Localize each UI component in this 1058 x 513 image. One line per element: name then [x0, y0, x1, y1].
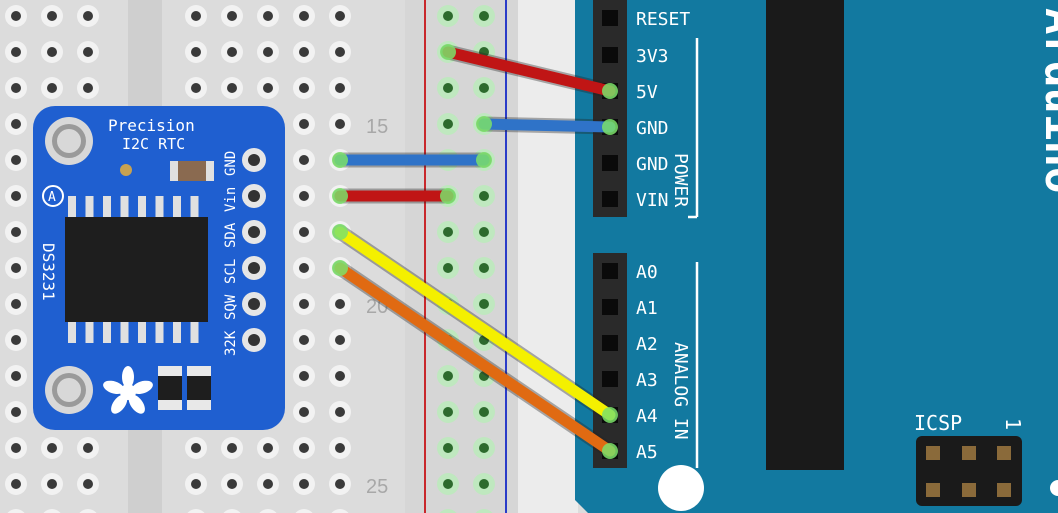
power-pin-label-4: GND: [636, 154, 669, 175]
analog-pin-label-0: A0: [636, 262, 658, 283]
power-pin-label-3: GND: [636, 118, 669, 139]
power-header-label: POWER: [670, 153, 691, 207]
wires: [332, 44, 618, 459]
smd-capacitor-2: [187, 366, 211, 410]
row-number-25: 25: [366, 476, 388, 498]
analog-pin-label-4: A4: [636, 406, 658, 427]
ds3231-chip: [65, 217, 208, 322]
arduino-chip-socket: [766, 0, 844, 470]
module-title-line1: Precision: [108, 116, 195, 135]
arduino-board: Arduino POWER ANALOG IN ICSP 1: [575, 0, 1058, 513]
5v-wire: [442, 46, 616, 97]
power-pin-label-0: RESET: [636, 9, 690, 30]
smd-capacitor-1: [158, 366, 182, 410]
mounting-hole: [658, 465, 704, 511]
smd-resistor: [178, 161, 206, 181]
icsp-header: [916, 436, 1022, 506]
module-pin-label-5: 32K: [223, 330, 239, 356]
module-pin-label-2: SDA: [223, 222, 239, 248]
sda-wire: [334, 226, 616, 421]
module-a-mark: A: [48, 190, 56, 205]
mounting-hole-edge: [1050, 480, 1058, 496]
module-pin-label-0: GND: [223, 151, 239, 176]
icsp-pin1-mark: 1: [1001, 418, 1025, 430]
arduino-brand: Arduino: [1035, 8, 1058, 193]
power-pin-label-2: 5V: [636, 82, 658, 103]
analog-pin-label-2: A2: [636, 334, 658, 355]
module-pin-label-3: SCL: [223, 259, 239, 284]
scl-wire: [334, 262, 616, 457]
power-pin-label-1: 3V3: [636, 46, 669, 67]
analog-header-label: ANALOG IN: [670, 342, 691, 440]
module-title-line2: I2C RTC: [122, 135, 185, 153]
analog-header: [593, 253, 627, 468]
gnd-wire-arduino: [478, 118, 616, 133]
analog-pin-label-1: A1: [636, 298, 658, 319]
analog-pin-label-5: A5: [636, 442, 658, 463]
power-header: [593, 0, 627, 217]
row-number-15: 15: [366, 116, 388, 138]
module-pin-label-1: Vin: [223, 187, 239, 212]
power-pin-label-5: VIN: [636, 190, 669, 211]
analog-pin-label-3: A3: [636, 370, 658, 391]
chip-name: DS3231: [39, 243, 58, 301]
icsp-label: ICSP: [914, 411, 962, 435]
module-pin-label-4: SQW: [223, 294, 239, 320]
adafruit-logo-icon: [103, 366, 153, 414]
